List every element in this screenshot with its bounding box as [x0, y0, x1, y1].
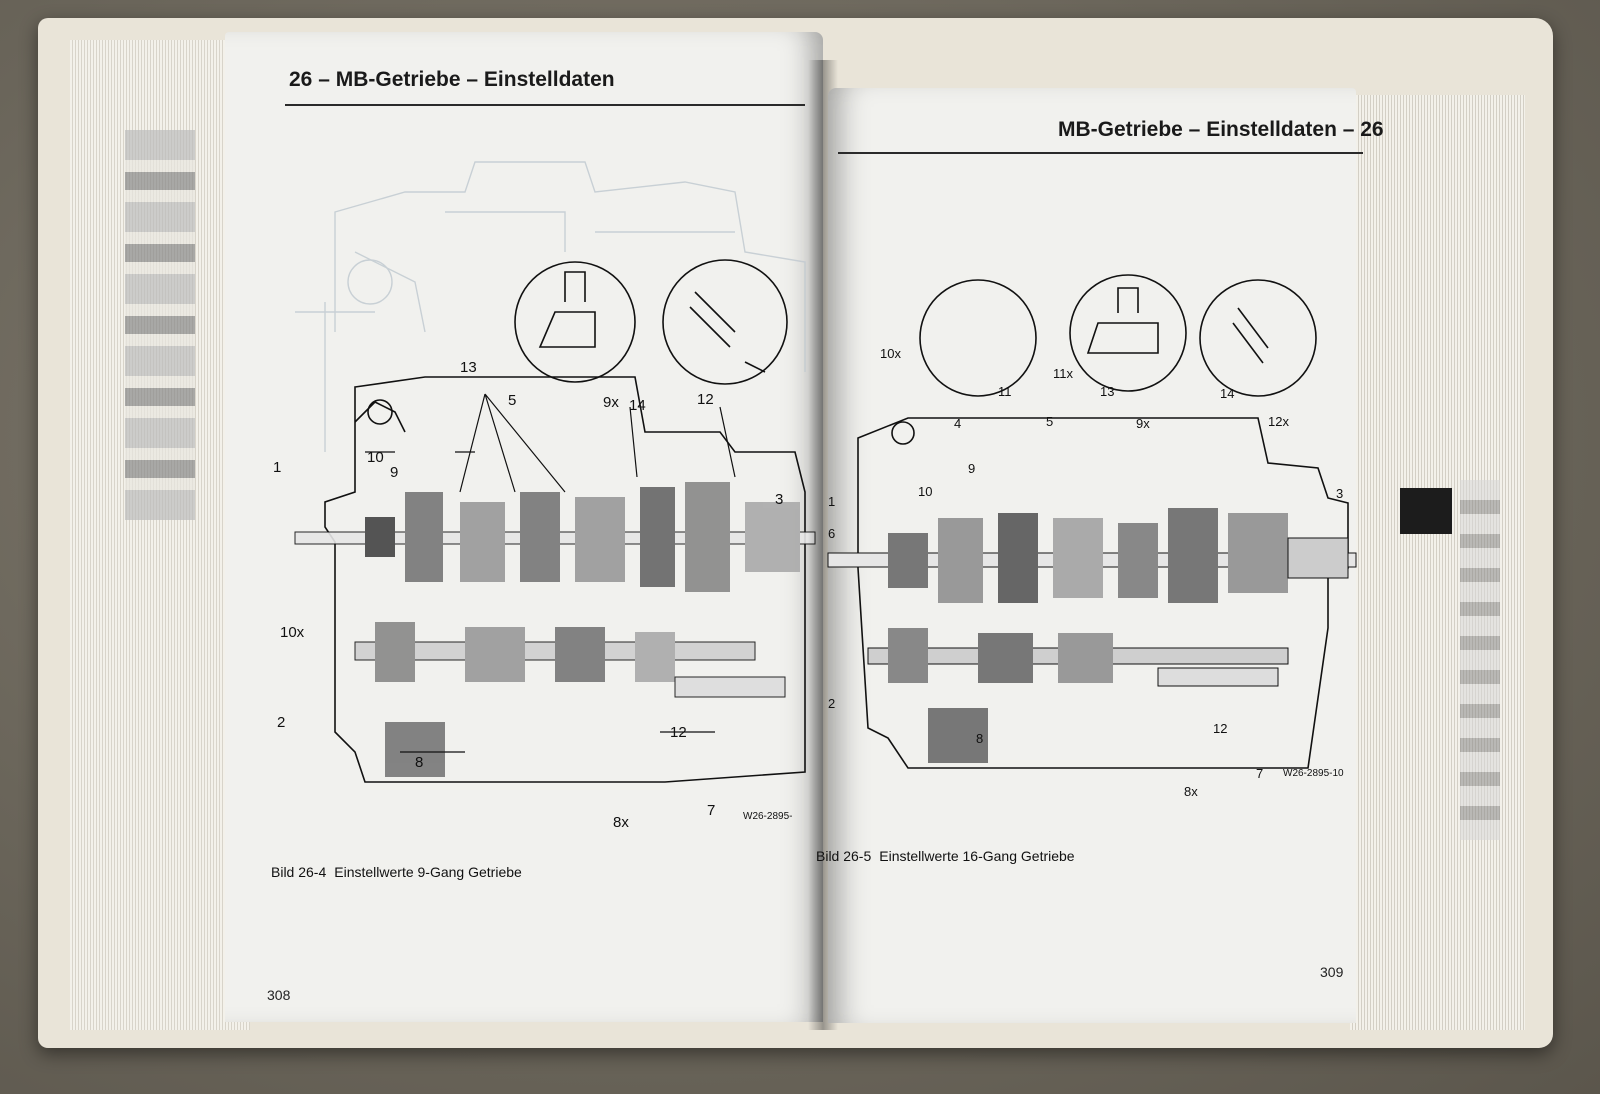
detail-circle-13 [514, 261, 636, 383]
svg-text:9: 9 [390, 464, 398, 481]
svg-text:13: 13 [1100, 384, 1114, 399]
svg-text:9x: 9x [603, 394, 619, 411]
transmission-drawing-9-gang: 13 14 12 5 9x 1 10 9 3 10x 2 8 12 8x 7 W… [273, 161, 816, 831]
figure-caption: Bild 26-4 Einstellwerte 9-Gang Getriebe [271, 864, 522, 880]
svg-text:12: 12 [670, 724, 687, 741]
detail-circle-14 [662, 259, 788, 385]
page-number: 308 [267, 987, 291, 1003]
svg-text:7: 7 [707, 802, 715, 819]
figure-number: Bild 26-4 [271, 864, 327, 880]
svg-text:14: 14 [1220, 386, 1234, 401]
svg-text:10: 10 [918, 484, 932, 499]
transmission-drawing-16-gang: 10x 11x 11 13 14 4 5 9x 12x 9 10 1 6 3 2… [827, 274, 1357, 799]
left-page: 26 – MB-Getriebe – Einstelldaten [225, 32, 823, 1022]
svg-text:2: 2 [828, 696, 835, 711]
svg-text:8x: 8x [613, 814, 629, 831]
svg-text:13: 13 [460, 359, 477, 376]
figure-caption-text: Einstellwerte 16-Gang Getriebe [879, 848, 1075, 864]
figure-number: Bild 26-5 [816, 848, 872, 864]
svg-text:12x: 12x [1268, 414, 1289, 429]
svg-text:12: 12 [697, 391, 714, 408]
chapter-marker-tab [1400, 488, 1452, 534]
page-number: 309 [1320, 964, 1344, 980]
svg-text:9: 9 [968, 461, 975, 476]
svg-text:10x: 10x [280, 624, 305, 641]
svg-text:W26-2895-10: W26-2895-10 [1283, 768, 1344, 779]
svg-text:8x: 8x [1184, 784, 1198, 799]
svg-text:11x: 11x [1053, 366, 1073, 381]
svg-text:1: 1 [273, 459, 281, 476]
svg-text:8: 8 [976, 731, 983, 746]
title-rule [285, 104, 805, 106]
chapter-title: 26 – MB-Getriebe – Einstelldaten [289, 68, 615, 91]
detail-circle-11 [919, 279, 1037, 397]
svg-text:11: 11 [998, 384, 1012, 399]
svg-text:3: 3 [1336, 486, 1343, 501]
svg-text:12: 12 [1213, 721, 1227, 736]
svg-text:8: 8 [415, 754, 423, 771]
detail-circle-13 [1069, 274, 1187, 392]
svg-text:6: 6 [828, 526, 835, 541]
svg-text:5: 5 [1046, 414, 1053, 429]
svg-text:W26-2895-: W26-2895- [743, 811, 792, 822]
svg-text:2: 2 [277, 714, 285, 731]
figure-caption-text: Einstellwerte 9-Gang Getriebe [334, 864, 522, 880]
svg-text:10: 10 [367, 449, 384, 466]
svg-text:4: 4 [954, 416, 961, 431]
svg-text:1: 1 [828, 494, 835, 509]
svg-text:5: 5 [508, 392, 516, 409]
svg-text:10x: 10x [880, 346, 901, 361]
svg-text:14: 14 [629, 397, 646, 414]
figure-caption: Bild 26-5 Einstellwerte 16-Gang Getriebe [816, 848, 1075, 864]
svg-text:7: 7 [1256, 766, 1263, 781]
svg-text:3: 3 [775, 491, 783, 508]
title-rule [838, 152, 1363, 154]
detail-circle-14 [1199, 279, 1317, 397]
right-page: MB-Getriebe – Einstelldaten – 26 [816, 88, 1384, 1023]
thumb-index-left [125, 130, 195, 520]
svg-text:9x: 9x [1136, 416, 1150, 431]
chapter-title: MB-Getriebe – Einstelldaten – 26 [1058, 118, 1384, 141]
thumb-index-right [1460, 480, 1500, 840]
